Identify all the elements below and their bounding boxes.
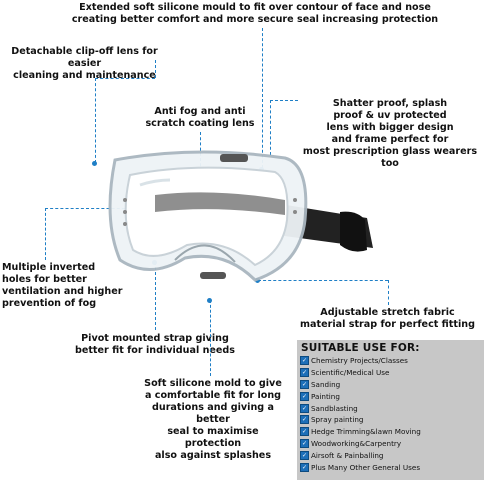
leader-line-lens-h bbox=[95, 78, 155, 79]
callout-line: prevention of fog bbox=[2, 297, 97, 309]
nose-cutout-shape bbox=[174, 244, 236, 263]
list-item-label: Hedge Trimming&lawn Moving bbox=[311, 427, 421, 437]
leader-line-shatter-v bbox=[270, 100, 271, 155]
strap-through-lens-shape bbox=[155, 192, 285, 215]
leader-line-silicone bbox=[262, 28, 263, 168]
checkbox-icon: ✓ bbox=[300, 403, 309, 413]
leader-line-lens-v bbox=[155, 60, 156, 78]
checkbox-icon: ✓ bbox=[300, 427, 309, 437]
callout-line: also against splashes bbox=[154, 449, 272, 461]
checkbox-icon: ✓ bbox=[300, 356, 309, 366]
callout-line: durations and giving a better bbox=[152, 401, 274, 425]
list-item-label: Woodworking&Carpentry bbox=[311, 438, 402, 448]
callout-line: Anti fog and anti bbox=[154, 106, 246, 117]
callout-line: Shatter proof, splash bbox=[332, 98, 448, 109]
list-item-label: Sandblasting bbox=[311, 403, 358, 413]
suitable-use-title: SUITABLE USE FOR: bbox=[301, 342, 420, 354]
callout-line: creating better comfort and more secure … bbox=[71, 13, 439, 25]
callout-line: scratch coating lens bbox=[145, 117, 255, 129]
leader-line-lens-down bbox=[95, 78, 96, 163]
list-item: ✓Scientific/Medical Use bbox=[300, 367, 421, 379]
callout-line: and frame perfect for bbox=[331, 133, 449, 145]
list-item-label: Airsoft & Painballing bbox=[311, 450, 384, 460]
leader-line-shatter-h bbox=[270, 100, 298, 101]
vent-shape bbox=[220, 154, 248, 162]
lens-highlight-shape bbox=[139, 178, 171, 187]
callout-pivot-strap: Pivot mounted strap giving better fit fo… bbox=[55, 333, 255, 357]
vent-hole-shape bbox=[123, 222, 127, 226]
callout-line: Multiple inverted bbox=[2, 262, 96, 273]
callout-shatter-proof: Shatter proof, splash proof & uv protect… bbox=[295, 98, 485, 170]
leader-dot-mold bbox=[207, 298, 212, 303]
list-item-label: Chemistry Projects/Classes bbox=[311, 356, 408, 366]
callout-detachable-lens: Detachable clip-off lens for easier clea… bbox=[2, 46, 167, 82]
list-item: ✓Hedge Trimming&lawn Moving bbox=[300, 426, 421, 438]
list-item-label: Sanding bbox=[311, 379, 341, 389]
callout-line: a comfortable fit for long bbox=[144, 389, 282, 401]
callout-line: ventilation and higher bbox=[2, 285, 123, 297]
strap-end-shape bbox=[340, 211, 367, 252]
suitable-use-list: ✓Chemistry Projects/Classes ✓Scientific/… bbox=[300, 355, 421, 473]
list-item-label: Spray painting bbox=[311, 415, 364, 425]
list-item: ✓Sandblasting bbox=[300, 402, 421, 414]
checkbox-icon: ✓ bbox=[300, 379, 309, 389]
list-item: ✓Spray painting bbox=[300, 414, 421, 426]
callout-line: lens with bigger design bbox=[326, 121, 454, 133]
list-item: ✓Sanding bbox=[300, 379, 421, 391]
checkbox-icon: ✓ bbox=[300, 450, 309, 460]
callout-adjustable-strap: Adjustable stretch fabric material strap… bbox=[290, 307, 485, 331]
list-item: ✓Chemistry Projects/Classes bbox=[300, 355, 421, 367]
leader-line-pivot bbox=[155, 262, 156, 330]
vent-hole-shape bbox=[123, 210, 127, 214]
callout-silicone-mould: Extended soft silicone mould to fit over… bbox=[60, 2, 450, 26]
callout-line: Adjustable stretch fabric bbox=[320, 307, 455, 318]
vent-hole-shape bbox=[123, 198, 127, 202]
callout-line: Detachable clip-off lens for easier bbox=[11, 46, 158, 69]
checkbox-icon: ✓ bbox=[300, 462, 309, 472]
callout-soft-silicone-mold: Soft silicone mold to give a comfortable… bbox=[138, 378, 288, 462]
vent-hole-shape bbox=[293, 210, 297, 214]
leader-line-strap-v bbox=[388, 280, 389, 305]
checkbox-icon: ✓ bbox=[300, 391, 309, 401]
callout-anti-fog: Anti fog and anti scratch coating lens bbox=[140, 106, 260, 130]
goggle-lens-shape bbox=[124, 166, 289, 267]
suitable-use-panel: SUITABLE USE FOR: ✓Chemistry Projects/Cl… bbox=[297, 340, 484, 480]
leader-line-strap-h bbox=[258, 280, 388, 281]
callout-line: material strap for perfect fitting bbox=[300, 318, 475, 330]
list-item: ✓Airsoft & Painballing bbox=[300, 449, 421, 461]
vent-hole-shape bbox=[293, 198, 297, 202]
list-item: ✓Painting bbox=[300, 390, 421, 402]
list-item: ✓Plus Many Other General Uses bbox=[300, 461, 421, 473]
callout-line: Extended soft silicone mould to fit over… bbox=[79, 2, 431, 13]
leader-line-holes-v bbox=[45, 208, 46, 260]
checkbox-icon: ✓ bbox=[300, 368, 309, 378]
callout-line: holes for better bbox=[2, 273, 87, 285]
checkbox-icon: ✓ bbox=[300, 415, 309, 425]
list-item-label: Plus Many Other General Uses bbox=[311, 462, 421, 472]
vent-shape bbox=[200, 272, 226, 279]
callout-line: Pivot mounted strap giving bbox=[81, 333, 229, 344]
list-item: ✓Woodworking&Carpentry bbox=[300, 438, 421, 450]
checkbox-icon: ✓ bbox=[300, 438, 309, 448]
callout-line: proof & uv protected bbox=[333, 109, 447, 121]
leader-line-mold bbox=[210, 300, 211, 376]
callout-line: most prescription glass wearers too bbox=[302, 145, 478, 169]
callout-line: seal to maximise protection bbox=[167, 425, 259, 449]
callout-line: cleaning and maintenance bbox=[13, 69, 156, 81]
callout-line: Soft silicone mold to give bbox=[144, 378, 282, 389]
list-item-label: Painting bbox=[311, 391, 340, 401]
list-item-label: Scientific/Medical Use bbox=[311, 368, 390, 378]
leader-dot-lens bbox=[92, 161, 97, 166]
callout-ventilation-holes: Multiple inverted holes for better venti… bbox=[2, 262, 132, 310]
callout-line: better fit for individual needs bbox=[74, 344, 236, 356]
goggles-illustration bbox=[108, 150, 373, 282]
leader-line-holes-h bbox=[45, 208, 130, 209]
